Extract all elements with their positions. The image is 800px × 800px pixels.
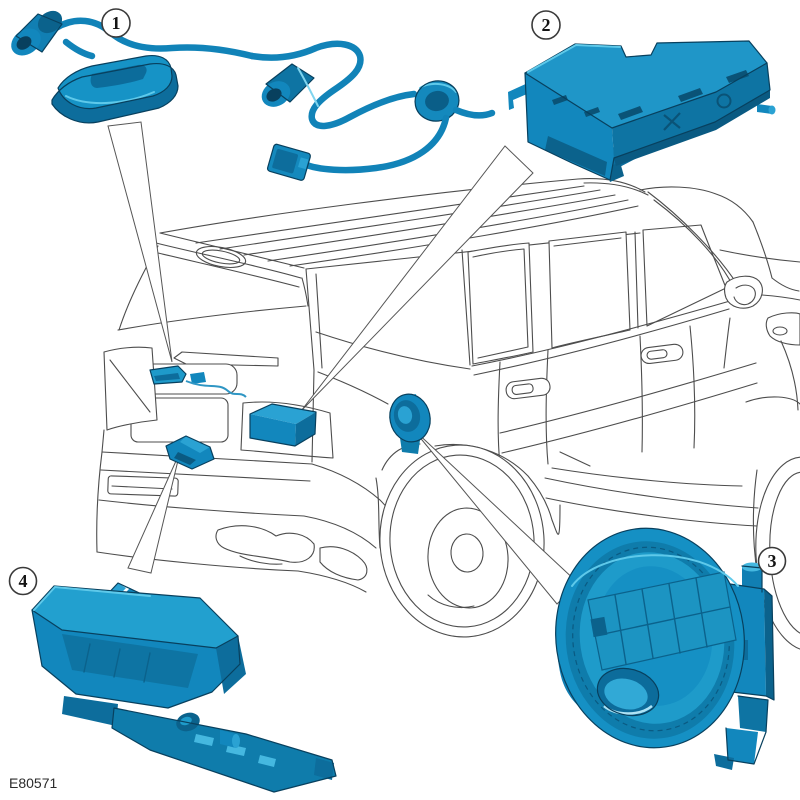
marker-fuel-filler <box>389 393 431 454</box>
part-rear-control-module <box>508 40 776 182</box>
front-end <box>639 186 800 411</box>
part-tailgate-latch-module <box>31 582 337 793</box>
on-car-markers <box>149 365 431 470</box>
part-licence-plate-lamp-and-harness <box>11 10 496 181</box>
latch-bracket-arm <box>111 707 337 793</box>
lamp-housing <box>51 54 179 124</box>
side-mirror <box>724 275 763 309</box>
roof <box>153 178 649 288</box>
bulb-holder-rear <box>11 10 63 56</box>
rear-door-window <box>548 231 631 349</box>
filler-pipe-hole <box>596 667 660 717</box>
greenhouse <box>461 224 731 376</box>
callout-2-number: 2 <box>542 15 551 35</box>
front-door-handle <box>640 343 684 365</box>
rear-wheel <box>375 443 561 638</box>
leader-1 <box>107 121 173 363</box>
harness-grommet <box>414 80 460 122</box>
marker-rear-module <box>240 401 334 459</box>
tailgate-trim-strip <box>173 351 279 367</box>
tail-lamp <box>103 346 158 431</box>
callout-1-number: 1 <box>112 13 121 33</box>
figure-code: E80571 <box>9 775 57 791</box>
fender-vent <box>765 312 800 346</box>
stop-lamp-recess <box>195 245 247 269</box>
callout-3-number: 3 <box>768 551 777 571</box>
callout-3: 3 <box>757 546 787 576</box>
callout-2: 2 <box>531 10 561 40</box>
housing-feet <box>714 695 769 770</box>
rear-door-handle <box>505 377 551 400</box>
leader-lines <box>107 121 579 605</box>
front-door-window <box>642 224 727 327</box>
leader-4 <box>127 451 181 574</box>
leader-2 <box>300 145 534 412</box>
bulb-holder-mid <box>261 63 315 107</box>
bumper-reflector <box>107 475 179 497</box>
callout-4: 4 <box>8 566 38 596</box>
callout-1: 1 <box>101 8 131 38</box>
quarter-window <box>467 242 534 365</box>
body-side <box>497 325 759 527</box>
callout-4-number: 4 <box>19 571 28 591</box>
callouts: 1 2 3 4 <box>8 8 787 596</box>
marker-licence-plate-lamps <box>149 365 247 398</box>
part-fuel-filler-housing <box>555 527 775 770</box>
marker-tailgate-latch <box>165 435 215 470</box>
harness-connector <box>266 143 311 181</box>
housing-grid-plate <box>587 571 737 671</box>
